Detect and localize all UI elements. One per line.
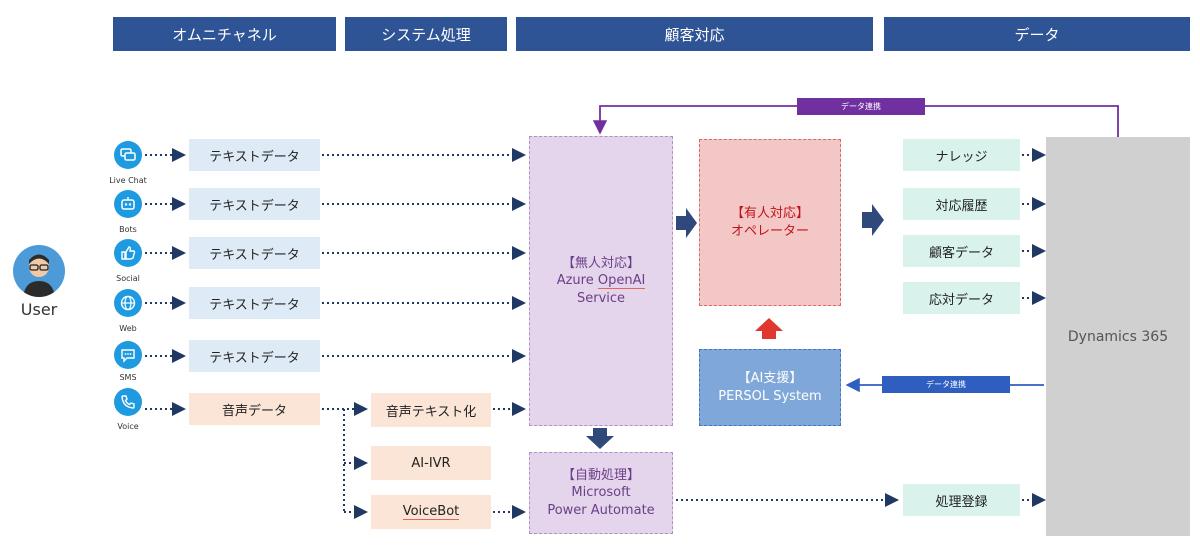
response-data-label: 応対データ [928,292,994,308]
header-data: データ [884,17,1190,51]
unmanned-service-line: Azure OpenAI [557,272,646,290]
unmanned-title: 【無人対応】 [561,255,640,271]
channel-label-bots: Bots [119,225,137,234]
voice-data-box: 音声データ [189,393,320,425]
unmanned-azure-openai-box: 【無人対応】 Azure OpenAI Service [529,136,673,426]
automation-power-automate-label: Power Automate [547,502,655,518]
header-system: システム処理 [345,17,507,51]
data-link-tag-top-label: データ連携 [841,102,881,111]
text-data-box-4: テキストデータ [189,287,320,319]
header-data-label: データ [1014,25,1060,44]
header-customer: 顧客対応 [516,17,873,51]
speech-to-text-box: 音声テキスト化 [371,393,491,427]
ai-support-system-label: PERSOL System [718,388,822,404]
knowledge-label: ナレッジ [935,149,988,165]
text-data-box-1: テキストデータ [189,139,320,171]
ai-ivr-box: AI-IVR [371,446,491,480]
text-data-label: テキストデータ [209,297,300,313]
text-data-label: テキストデータ [209,198,300,214]
text-data-box-3: テキストデータ [189,237,320,269]
header-omnichannel-label: オムニチャネル [172,25,277,44]
registration-label: 処理登録 [935,494,988,510]
text-data-label: テキストデータ [209,350,300,366]
block-arrow-icon-up [755,318,783,339]
data-link-tag-mid: データ連携 [882,376,1010,393]
live-chat-icon [114,141,142,169]
registration-box: 処理登録 [903,484,1020,516]
speech-to-text-label: 音声テキスト化 [385,404,477,420]
response-data-box: 応対データ [903,282,1020,314]
automation-power-automate-box: 【自動処理】 Microsoft Power Automate [529,452,673,534]
user-label: User [20,300,58,319]
bot-icon [114,190,142,218]
text-data-label: テキストデータ [209,247,300,263]
unmanned-service-label: Service [576,290,626,306]
channel-label-sms: SMS [119,373,137,382]
header-system-label: システム処理 [381,25,471,44]
channel-label-social: Social [116,274,140,283]
text-data-box-5: テキストデータ [189,340,320,372]
unmanned-openai-label: OpenAI [597,273,646,290]
dynamics-365-box: Dynamics 365 [1046,137,1190,536]
data-link-tag-top: データ連携 [797,98,925,115]
sms-icon [114,341,142,369]
automation-microsoft-label: Microsoft [571,485,631,501]
channel-label-voice: Voice [117,422,139,431]
globe-icon [114,289,142,317]
data-link-tag-mid-label: データ連携 [926,380,966,389]
channel-label-live-chat: Live Chat [109,176,147,185]
channel-label-web: Web [119,324,137,333]
header-omnichannel: オムニチャネル [113,17,336,51]
voicebot-box: VoiceBot [371,495,491,529]
customer-data-box: 顧客データ [903,235,1020,267]
thumbs-up-icon [114,239,142,267]
dynamics-365-label: Dynamics 365 [1067,328,1169,345]
phone-icon [114,388,142,416]
operator-label: オペレーター [730,223,809,239]
block-arrow-icon-to-operator [676,208,697,238]
operator-box: 【有人対応】 オペレーター [699,139,841,306]
unmanned-azure-label: Azure [556,273,598,289]
header-customer-label: 顧客対応 [664,25,725,44]
history-label: 対応履歴 [935,198,988,214]
automation-title: 【自動処理】 [561,467,640,483]
operator-title: 【有人対応】 [730,205,809,221]
text-data-label: テキストデータ [209,149,300,165]
text-data-box-2: テキストデータ [189,188,320,220]
block-arrow-icon-to-data [862,204,884,236]
user-avatar-icon [13,245,65,297]
block-arrow-icon-down [586,428,614,449]
history-box: 対応履歴 [903,188,1020,220]
ai-support-title: 【AI支援】 [737,370,803,386]
customer-data-label: 顧客データ [928,245,994,261]
voicebot-label: VoiceBot [402,504,460,520]
ai-ivr-label: AI-IVR [411,455,451,471]
ai-support-box: 【AI支援】 PERSOL System [699,349,841,426]
knowledge-box: ナレッジ [903,139,1020,171]
voice-data-label: 音声データ [221,403,287,419]
